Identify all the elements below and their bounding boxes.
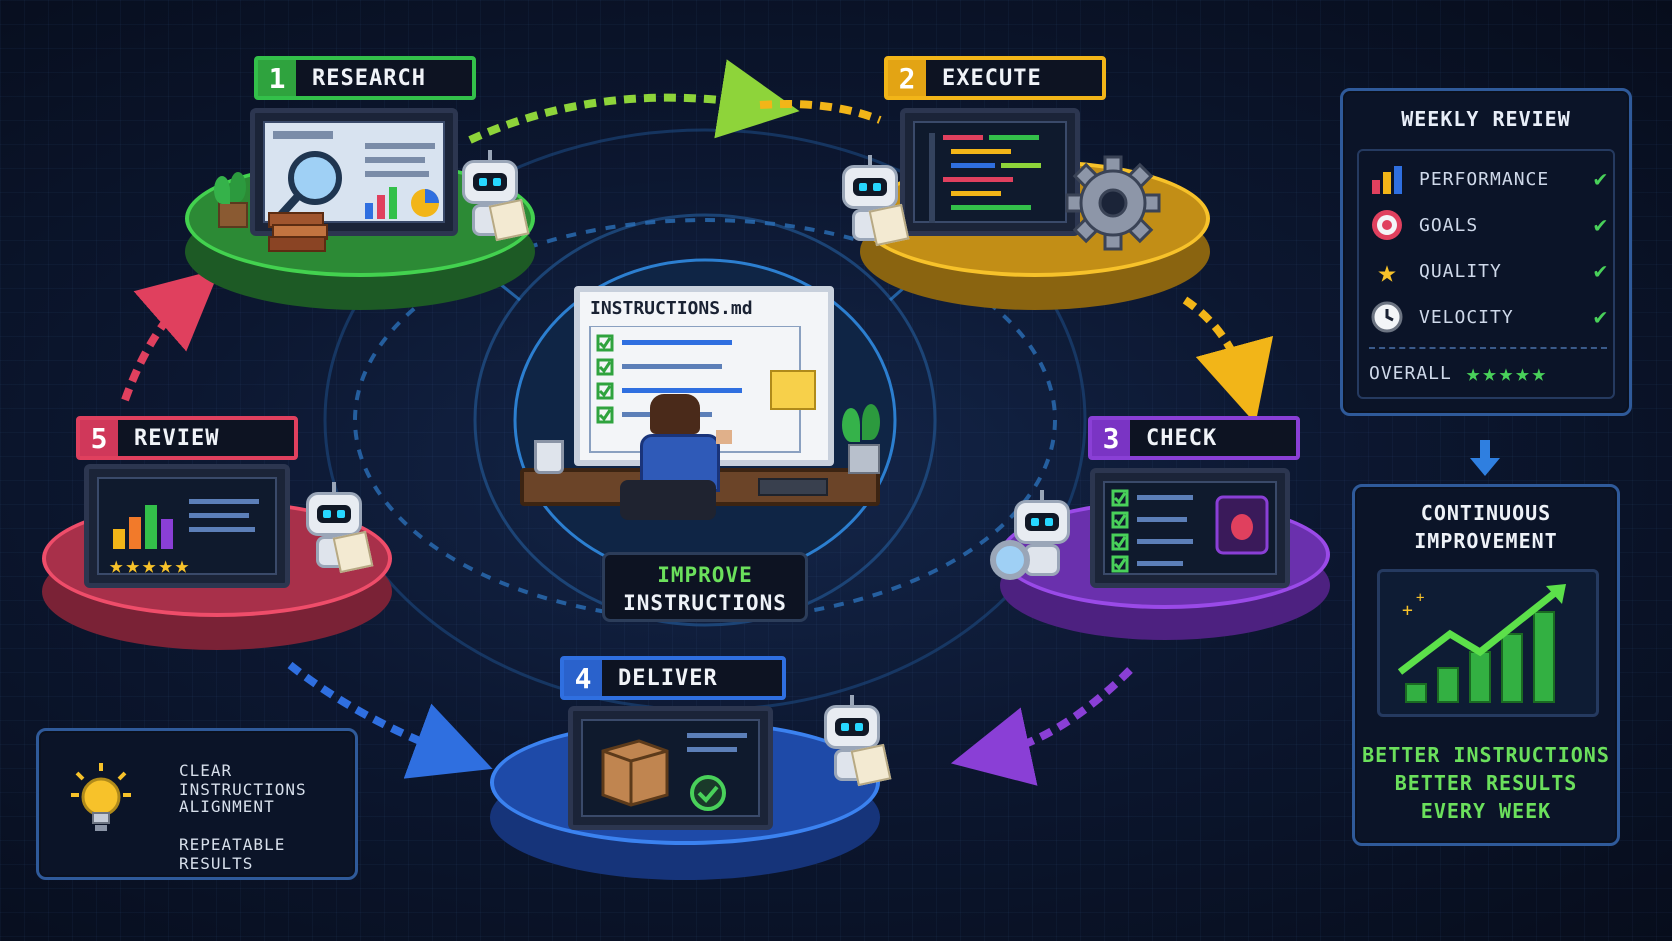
wr-label-overall: OVERALL [1369,363,1452,384]
review-label: REVIEW [118,426,235,451]
wr-label-performance: PERFORMANCE [1419,169,1594,190]
check-icon: ✔ [1594,259,1607,284]
svg-text:+: + [1402,600,1413,621]
check-number: 3 [1092,420,1130,456]
lightbulb-icon [71,763,131,843]
review-number: 5 [80,420,118,456]
research-title: 1 RESEARCH [254,56,476,100]
gear-icon [1065,155,1161,251]
research-number: 1 [258,60,296,96]
wr-row-velocity: VELOCITY ✔ [1369,297,1607,337]
research-label: RESEARCH [296,66,442,91]
weekly-arrow-head [1470,458,1500,476]
continuous-improvement-panel: CONTINUOUS IMPROVEMENT + + BETTER INSTRU… [1352,484,1620,846]
improve-instructions-plate: IMPROVE INSTRUCTIONS [602,552,808,622]
legend-alignment: ALIGNMENT [179,797,275,816]
checkmark-icon [692,777,724,809]
coffee-mug-icon [534,440,564,474]
svg-text:+: + [1416,590,1424,606]
check-title: 3 CHECK [1088,416,1300,460]
review-monitor: ★★★★★ [84,464,290,588]
execute-title: 2 EXECUTE [884,56,1106,100]
wr-label-goals: GOALS [1419,215,1594,236]
execute-monitor [900,108,1080,236]
arrow-execute-lead [760,104,880,120]
deliver-label: DELIVER [602,666,734,691]
person-at-desk [620,394,740,524]
check-label: CHECK [1130,426,1233,451]
review-robot [302,482,366,572]
wr-row-quality: ★ QUALITY ✔ [1369,251,1607,291]
wr-label-velocity: VELOCITY [1419,307,1594,328]
sticky-note [770,370,816,410]
continuous-title-line2: IMPROVEMENT [1355,527,1617,555]
review-title: 5 REVIEW [76,416,298,460]
deliver-robot [820,695,884,785]
deliver-title: 4 DELIVER [560,656,786,700]
bug-icon [1231,514,1253,540]
continuous-title-line1: CONTINUOUS [1355,499,1617,527]
arrow-check-to-deliver [990,670,1130,755]
continuous-footer-line2: BETTER RESULTS [1355,769,1617,797]
check-monitor [1090,468,1290,588]
package-icon [603,741,667,805]
execute-number: 2 [888,60,926,96]
instructions-doc-title: INSTRUCTIONS.md [590,298,753,319]
wr-label-quality: QUALITY [1419,261,1594,282]
instructions-label: INSTRUCTIONS [605,589,805,617]
review-stars: ★★★★★ [109,551,191,579]
deliver-number: 4 [564,660,602,696]
arrow-review-to-research [125,295,190,400]
continuous-footer-line3: EVERY WEEK [1355,797,1617,825]
execute-robot [838,155,902,245]
execute-label: EXECUTE [926,66,1058,91]
plant-icon [210,172,250,232]
improve-label: IMPROVE [605,561,805,589]
keyboard [758,478,828,496]
legend-clear-instructions: CLEAR INSTRUCTIONS [179,761,355,799]
weekly-divider [1369,347,1607,349]
books-icon [268,212,326,248]
deliver-monitor [568,706,773,830]
check-icon: ✔ [1594,213,1607,238]
wr-row-overall: OVERALL ★★★★★ [1369,353,1607,393]
arrow-research-to-execute [470,98,760,140]
check-icon: ✔ [1594,305,1607,330]
research-robot [458,150,522,240]
continuous-footer-line1: BETTER INSTRUCTIONS [1355,741,1617,769]
check-magnifier-icon [990,540,1030,580]
legend-repeatable-results: REPEATABLE RESULTS [179,835,355,873]
growth-chart-icon: + + [1377,569,1599,717]
arrow-execute-to-check [1185,300,1245,385]
bar-chart-icon [1369,162,1405,196]
star-icon: ★ [1369,254,1405,288]
wr-row-performance: PERFORMANCE ✔ [1369,159,1607,199]
weekly-review-panel: WEEKLY REVIEW PERFORMANCE ✔ GOALS ✔ ★ QU… [1340,88,1632,416]
weekly-review-title: WEEKLY REVIEW [1343,107,1629,131]
clock-icon [1369,300,1405,334]
target-icon [1369,208,1405,242]
check-icon: ✔ [1594,167,1607,192]
center-plant-icon [840,404,884,474]
overall-stars: ★★★★★ [1466,359,1548,387]
wr-row-goals: GOALS ✔ [1369,205,1607,245]
principles-legend: CLEAR INSTRUCTIONS ALIGNMENT REPEATABLE … [36,728,358,880]
